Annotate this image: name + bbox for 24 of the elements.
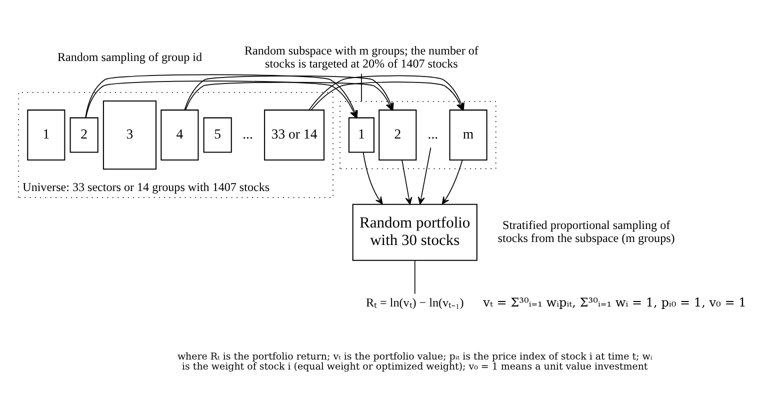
label: Stratified proportional sampling of stocks from the subspace (m groups) (498, 218, 675, 245)
arrow (418, 146, 432, 204)
node-box: 2 (70, 116, 98, 152)
node-text: Rₜ = ln(vₜ) − ln(vₜ₋₁) (366, 295, 464, 310)
connector (414, 260, 416, 294)
node-box: m (449, 109, 488, 160)
label: vₜ = Σ³⁰ᵢ₌₁ wᵢpᵢₜ, Σ³⁰ᵢ₌₁ wᵢ = 1, pᵢ₀ = 1, v₀ = 1 (483, 295, 746, 310)
label: where Rₜ is the portfolio return; vₜ is the portfolio value; pᵢₜ is the price index of stock i at time t; wᵢ is the weight of stock i (equal weight or optimized weight); v₀ = 1 means a unit value investment (177, 350, 652, 372)
arrow (362, 151, 383, 204)
arrow (402, 159, 412, 204)
node-box: 1 (27, 109, 66, 160)
node-box: 5 (203, 116, 232, 152)
node-text: ... (428, 126, 438, 141)
node-box: 1 (348, 116, 374, 152)
node-text: Random subspace with m groups; the number of stocks is targeted at 20% of 1407 stocks (244, 43, 478, 70)
node-box: 33 or 14 (264, 109, 324, 160)
node-text: ... (242, 126, 253, 141)
node-box: Random portfolio with 30 stocks (352, 203, 478, 260)
node-box: 2 (378, 109, 417, 160)
node-box: 3 (102, 100, 157, 170)
label: Random sampling of group id (57, 50, 202, 64)
arrow (442, 159, 463, 204)
node-box: 4 (160, 109, 199, 160)
connector (361, 72, 362, 102)
